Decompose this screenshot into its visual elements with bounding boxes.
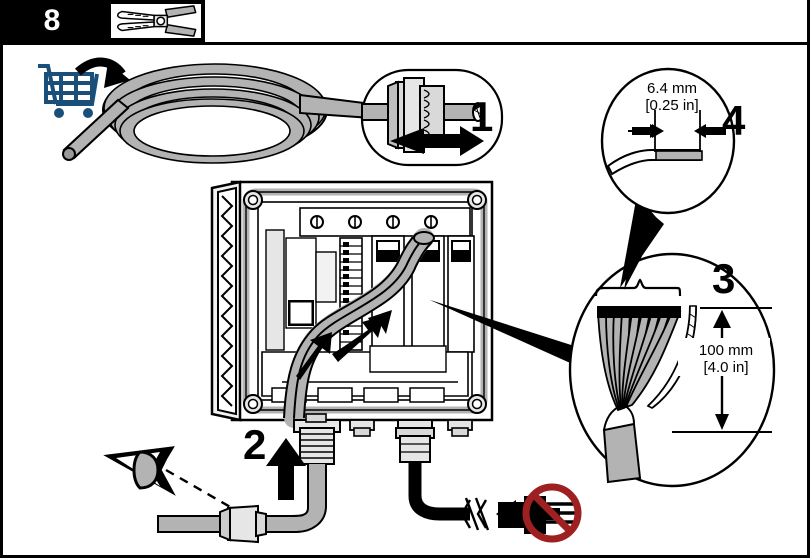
callout-label-1: 1 <box>470 93 494 140</box>
coiled-cable <box>62 63 373 164</box>
callout-1-gland-nut <box>360 68 504 167</box>
step-2-arrow <box>266 438 306 500</box>
detail-circle-3 <box>568 252 776 488</box>
wire-stripper-icon <box>110 3 202 39</box>
detail-4-pointer <box>620 198 664 290</box>
callout-label-4: 4 <box>722 97 746 144</box>
callout-label-2: 2 <box>243 421 267 468</box>
wire-stripper-glyph <box>117 5 197 37</box>
inspect-eye-icon <box>103 446 233 510</box>
terminal-strip <box>339 237 363 351</box>
strip-length-mm: 6.4 mm <box>646 80 697 97</box>
jacket-length-dimension: 100 mm [4.0 in] <box>684 342 768 376</box>
bottom-cable-glands <box>157 413 578 544</box>
callout-label-3: 3 <box>712 255 736 302</box>
jacket-length-mm: 100 mm <box>698 342 754 359</box>
controller-enclosure <box>210 180 494 428</box>
jacket-length-in: [4.0 in] <box>703 359 749 376</box>
detail-circle-4 <box>600 67 736 215</box>
right-border <box>807 0 810 558</box>
strip-length-in: [0.25 in] <box>645 97 699 114</box>
strip-length-dimension: 6.4 mm [0.25 in] <box>626 80 718 114</box>
shopping-cart-icon <box>38 57 130 118</box>
no-power-connection-icon <box>522 483 582 543</box>
step-number: 8 <box>43 4 61 37</box>
terminal-screws <box>310 215 438 229</box>
header-rule <box>0 42 810 45</box>
left-border <box>0 45 3 558</box>
